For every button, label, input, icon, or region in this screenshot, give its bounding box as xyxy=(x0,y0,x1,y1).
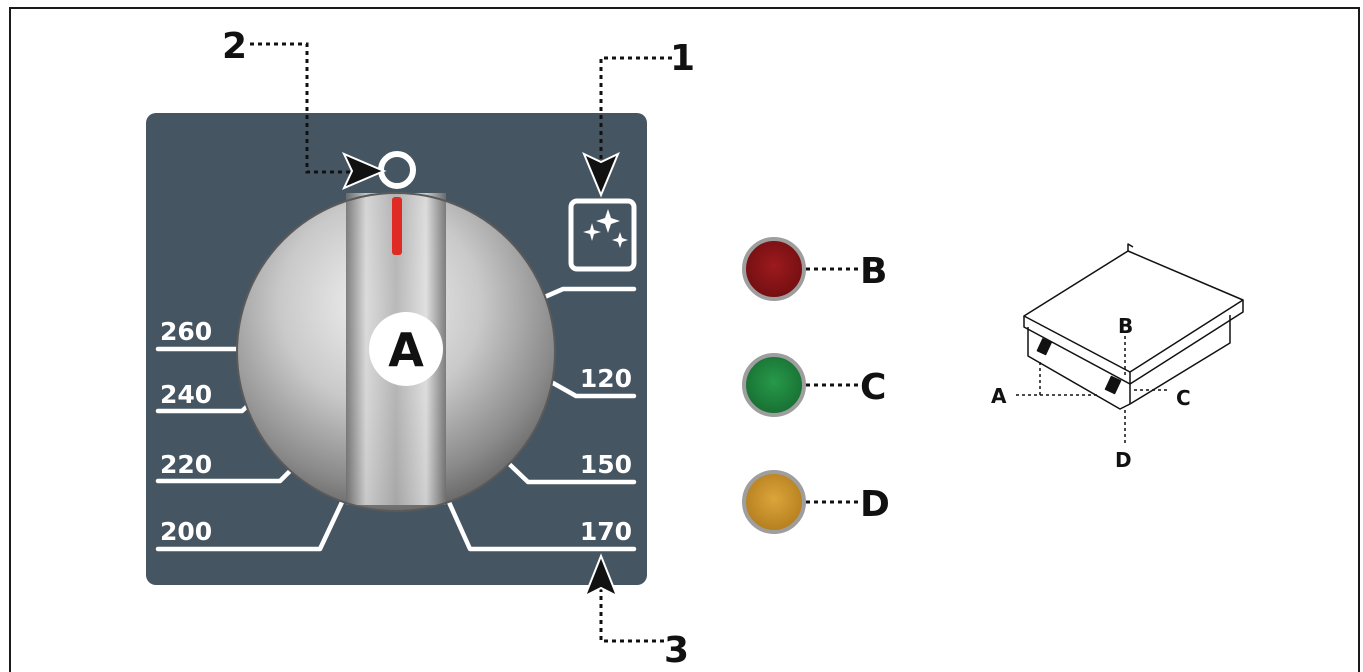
callout-3: 3 xyxy=(664,630,689,666)
indicator-lamp-b: B xyxy=(742,237,887,301)
callout-2: 2 xyxy=(222,26,247,67)
scale-label-170: 170 xyxy=(580,517,632,546)
appliance-label-c: C xyxy=(1176,386,1191,410)
appliance-sketch xyxy=(1023,243,1244,410)
indicator-lamp-c: C xyxy=(742,353,886,417)
appliance-label-b: B xyxy=(1118,314,1133,338)
scale-label-200: 200 xyxy=(160,517,212,546)
callout-1: 1 xyxy=(670,38,695,79)
lamp-c-label: C xyxy=(860,367,886,408)
scale-label-150: 150 xyxy=(580,450,632,479)
knob-label: A xyxy=(388,323,424,377)
arrow-2-head xyxy=(341,152,387,190)
scale-label-260: 260 xyxy=(160,317,212,346)
appliance-label-a: A xyxy=(991,384,1007,408)
appliance-leaders xyxy=(1016,336,1170,444)
appliance-label-d: D xyxy=(1115,448,1132,472)
callout-leaders xyxy=(250,42,672,643)
indicator-lamp-d: D xyxy=(742,470,890,534)
lamp-d-label: D xyxy=(860,484,890,525)
scale-label-220: 220 xyxy=(160,450,212,479)
knob-label-badge xyxy=(369,312,443,386)
scale-label-240: 240 xyxy=(160,380,212,409)
temperature-knob[interactable]: A xyxy=(236,192,556,512)
diagram-frame xyxy=(9,7,1360,672)
indicator-mark-icon xyxy=(392,197,402,255)
arrow-3-head xyxy=(583,553,619,599)
clean-sparkle-icon xyxy=(568,198,637,272)
arrow-1-head xyxy=(582,151,620,198)
scale-label-120: 120 xyxy=(580,364,632,393)
lamp-b-label: B xyxy=(860,251,887,292)
